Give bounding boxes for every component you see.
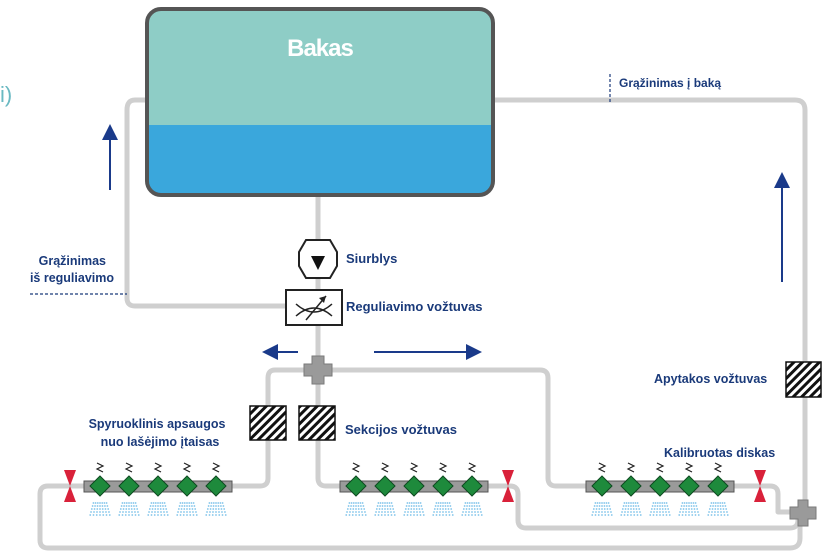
nozzle-icon [374, 462, 396, 497]
spray-pattern [374, 502, 396, 516]
boom-section [339, 462, 514, 516]
cross-fitting-icon [303, 355, 333, 385]
spray-pattern [403, 502, 425, 516]
nozzle-icon [345, 462, 367, 497]
nozzle-icon [176, 462, 198, 497]
spray-pattern [89, 502, 111, 516]
section-valve-icon [298, 405, 336, 441]
calibrated-disk-label: Kalibruotas diskas [664, 446, 775, 460]
anti-drip-label-line1: Spyruoklinis apsaugos [89, 417, 226, 431]
spray-pattern [620, 502, 642, 516]
boom-sections [64, 462, 766, 516]
spray-pattern [345, 502, 367, 516]
spray-pattern [591, 502, 613, 516]
bypass-valve-icon [785, 361, 822, 398]
spray-pattern [147, 502, 169, 516]
nozzle-icon [89, 462, 111, 497]
pipe-network [37, 97, 808, 551]
nozzle-icon [147, 462, 169, 497]
panel-letter: i) [0, 82, 12, 107]
tank-label: Bakas [287, 35, 353, 62]
nozzle-icon [432, 462, 454, 497]
section-valve-label: Sekcijos vožtuvas [345, 422, 457, 437]
section-valve-icon [249, 405, 287, 441]
return-from-regulation-label-line1: Grąžinimas [39, 254, 106, 268]
check-valve-icon [64, 470, 76, 502]
spray-pattern [176, 502, 198, 516]
nozzle-icon [403, 462, 425, 497]
regulating-valve-icon [285, 289, 343, 326]
nozzle-icon [591, 462, 613, 497]
nozzle-icon [707, 462, 729, 497]
bypass-valve-label: Apytakos vožtuvas [654, 372, 767, 386]
nozzle-icon [620, 462, 642, 497]
check-valve-icon [754, 470, 766, 502]
nozzle-icon [118, 462, 140, 497]
cross-fitting-icon [789, 499, 817, 527]
spray-pattern [649, 502, 671, 516]
spray-pattern [118, 502, 140, 516]
spray-pattern [707, 502, 729, 516]
spray-pattern [205, 502, 227, 516]
regulating-valve-label: Reguliavimo vožtuvas [346, 299, 483, 314]
nozzle-icon [461, 462, 483, 497]
flow-arrows [102, 124, 790, 360]
spray-pattern [432, 502, 454, 516]
spray-pattern [461, 502, 483, 516]
pump-label: Siurblys [346, 251, 397, 266]
anti-drip-label-line2: nuo lašėjimo įtaisas [101, 435, 220, 449]
return-from-regulation-label-line2: iš reguliavimo [30, 271, 114, 285]
nozzle-icon [649, 462, 671, 497]
spray-pattern [678, 502, 700, 516]
boom-section [64, 462, 233, 516]
pump-icon [298, 239, 338, 279]
check-valve-icon [502, 470, 514, 502]
return-to-tank-label: Grąžinimas į baką [619, 76, 721, 90]
tank: Bakas [145, 7, 495, 197]
boom-section [585, 462, 766, 516]
nozzle-icon [678, 462, 700, 497]
nozzle-icon [205, 462, 227, 497]
